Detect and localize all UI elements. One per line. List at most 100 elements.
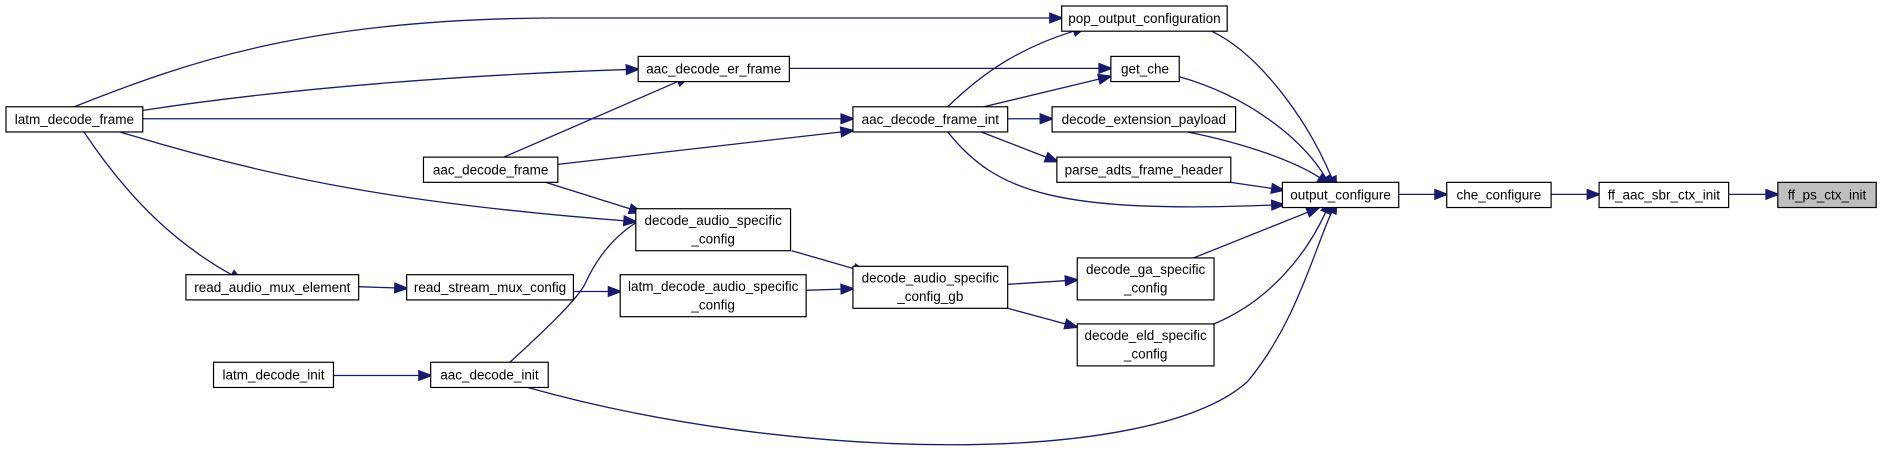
node-box — [1076, 257, 1215, 301]
edge-latm-decode-frame-to-pop-output-configuration — [74, 12, 1065, 108]
node-aac-decode-frame[interactable]: aac_decode_frame — [422, 156, 559, 183]
arrowhead — [1434, 188, 1450, 201]
node-latm-decode-audio-specific-config[interactable]: latm_decode_audio_specific_config — [619, 274, 807, 318]
node-label: _config — [1123, 347, 1168, 362]
node-box — [212, 361, 335, 389]
node-box — [635, 208, 792, 252]
edge-aac-decode-frame-int-to-decode-extension-payload — [1007, 112, 1055, 125]
node-decode-eld-specific-config[interactable]: decode_eld_specific _config — [1076, 323, 1215, 367]
edge-latm-decode-frame-to-read-audio-mux-element — [83, 131, 245, 282]
edge-output-configure-to-che-configure — [1398, 188, 1450, 201]
arrowhead — [1043, 151, 1060, 163]
node-label: aac_decode_init — [440, 367, 539, 382]
node-label: decode_eld_specific — [1084, 328, 1207, 343]
node-label: _config_gb — [896, 289, 963, 304]
node-box — [1056, 156, 1232, 183]
node-box — [5, 106, 144, 133]
node-pop-output-configuration[interactable]: pop_output_configuration — [1061, 5, 1228, 32]
edge-latm-decode-audio-specific-config-to-decode-audio-specific-config-gb — [806, 283, 856, 295]
edge-latm-decode-frame-to-aac-decode-er-frame — [142, 63, 641, 112]
arrowhead — [1270, 182, 1287, 194]
node-aac-decode-er-frame[interactable]: aac_decode_er_frame — [637, 55, 790, 83]
node-read-audio-mux-element[interactable]: read_audio_mux_element — [185, 274, 360, 301]
arrowhead — [607, 285, 623, 298]
node-label: che_configure — [1457, 187, 1542, 202]
node-label: aac_decode_frame — [433, 162, 549, 177]
edge-latm-decode-frame-to-decode-audio-specific-config — [119, 131, 639, 227]
arrowhead — [1098, 62, 1114, 75]
edge-decode-ga-specific-config-to-output-configure — [1193, 206, 1322, 259]
node-box — [1051, 106, 1237, 133]
node-label: decode_extension_payload — [1062, 112, 1226, 127]
arrowhead — [840, 283, 856, 295]
node-box — [1446, 181, 1552, 209]
arrowhead — [839, 126, 856, 138]
edge-che-configure-to-ff-aac-sbr-ctx-init — [1551, 188, 1602, 201]
node-latm-decode-frame[interactable]: latm_decode_frame — [5, 106, 144, 133]
edge-latm-decode-init-to-aac-decode-init — [333, 369, 434, 382]
edge-aac-decode-frame-int-to-output-configure — [947, 131, 1287, 211]
node-aac-decode-frame-int[interactable]: aac_decode_frame_int — [852, 106, 1009, 133]
edge-latm-decode-frame-to-aac-decode-frame-int — [142, 112, 856, 125]
node-parse-adts-frame-header[interactable]: parse_adts_frame_header — [1056, 156, 1232, 183]
node-label: decode_ga_specific — [1086, 262, 1206, 277]
node-decode-ga-specific-config[interactable]: decode_ga_specific _config — [1076, 257, 1215, 301]
node-label: get_che — [1121, 61, 1169, 76]
arrowhead — [418, 369, 434, 382]
arrowhead — [1064, 274, 1080, 287]
node-get-che[interactable]: get_che — [1110, 55, 1180, 83]
node-box — [406, 274, 575, 301]
node-output-configure[interactable]: output_configure — [1281, 181, 1400, 209]
edge-aac-decode-frame-int-to-get-che — [983, 73, 1114, 108]
node-ff-ps-ctx-init[interactable]: ff_ps_ctx_init — [1777, 181, 1877, 209]
arrowhead — [840, 112, 856, 125]
node-label: ff_ps_ctx_init — [1788, 187, 1867, 202]
node-box — [430, 361, 549, 389]
node-read-stream-mux-config[interactable]: read_stream_mux_config — [406, 274, 575, 301]
node-label: latm_decode_init — [222, 367, 324, 382]
edge-decode-audio-specific-config-gb-to-decode-eld-specific-config — [1007, 307, 1080, 330]
node-label: aac_decode_er_frame — [646, 61, 781, 76]
node-ff-aac-sbr-ctx-init[interactable]: ff_aac_sbr_ctx_init — [1598, 181, 1730, 209]
node-decode-audio-specific-config[interactable]: decode_audio_specific_config — [635, 208, 792, 252]
node-aac-decode-init[interactable]: aac_decode_init — [430, 361, 549, 389]
node-label: output_configure — [1290, 187, 1391, 202]
node-label: _config — [690, 232, 735, 247]
node-latm-decode-init[interactable]: latm_decode_init — [212, 361, 335, 389]
node-box — [1076, 323, 1215, 367]
node-label: parse_adts_frame_header — [1065, 162, 1224, 177]
node-label: read_stream_mux_config — [414, 280, 566, 295]
edge-aac-decode-frame-int-to-pop-output-configuration — [947, 25, 1088, 108]
node-label: ff_aac_sbr_ctx_init — [1608, 187, 1721, 202]
edge-read-audio-mux-element-to-read-stream-mux-config — [358, 282, 410, 294]
node-decode-extension-payload[interactable]: decode_extension_payload — [1051, 106, 1237, 133]
edge-parse-adts-frame-header-to-output-configure — [1230, 181, 1287, 194]
node-box — [852, 106, 1009, 133]
arrowhead — [1097, 73, 1114, 85]
node-label: pop_output_configuration — [1068, 11, 1220, 26]
node-decode-audio-specific-config-gb[interactable]: decode_audio_specific_config_gb — [852, 265, 1009, 309]
arrowhead — [1063, 318, 1080, 330]
node-label: _config — [1123, 281, 1168, 296]
arrowhead — [1586, 188, 1602, 201]
node-che-configure[interactable]: che_configure — [1446, 181, 1552, 209]
edge-aac-decode-frame-to-aac-decode-frame-int — [557, 126, 856, 165]
node-box — [185, 274, 360, 301]
node-label: aac_decode_frame_int — [862, 112, 1000, 127]
node-box — [422, 156, 559, 183]
arrowhead — [1039, 112, 1055, 125]
node-box — [1281, 181, 1400, 209]
node-box — [852, 265, 1009, 309]
arrowhead — [393, 282, 410, 294]
node-box — [619, 274, 807, 318]
node-box — [1777, 181, 1877, 209]
arrowhead — [1049, 12, 1065, 24]
node-label: read_audio_mux_element — [194, 280, 350, 295]
arrowhead — [1304, 206, 1322, 218]
nodes-layer: ff_ps_ctx_init ff_aac_sbr_ctx_init che_con… — [5, 5, 1877, 389]
edge-aac-decode-frame-int-to-parse-adts-frame-header — [981, 131, 1060, 163]
arrowhead — [1270, 199, 1287, 211]
arrowhead — [625, 63, 641, 76]
arrowhead — [1765, 188, 1781, 201]
